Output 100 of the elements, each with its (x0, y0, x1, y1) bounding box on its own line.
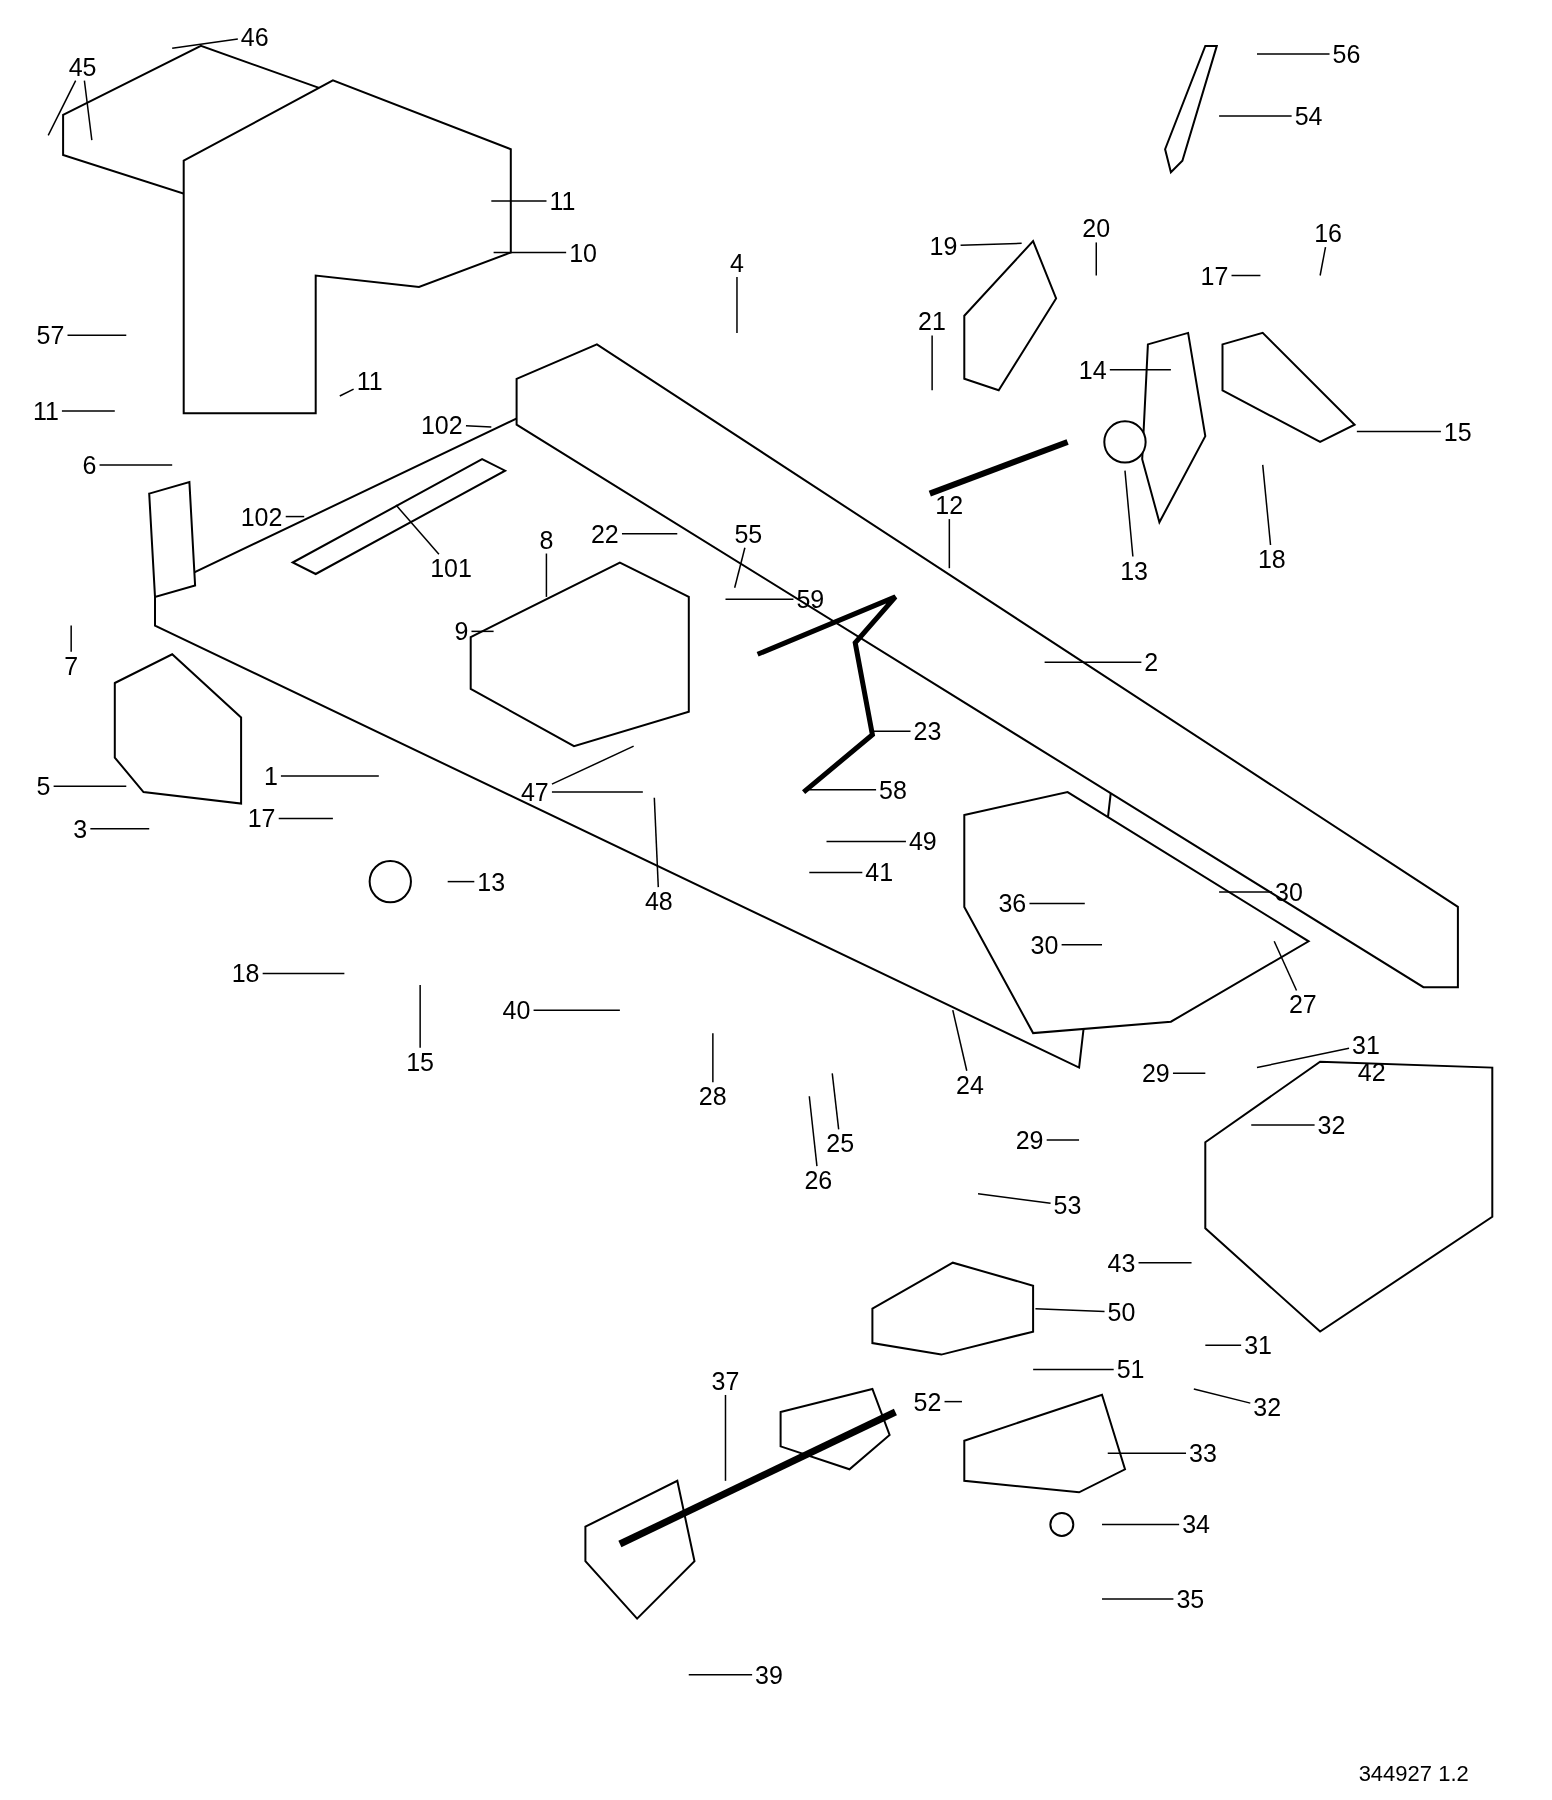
leader-line (1043, 661, 1143, 664)
callout-number: 46 (240, 23, 269, 50)
callout-number: 13 (477, 868, 506, 895)
callout-number: 2 (1144, 649, 1159, 676)
leader-line (724, 598, 795, 600)
leader-line (492, 251, 567, 254)
callout-number: 29 (1141, 1060, 1170, 1087)
callout-number: 102 (240, 503, 283, 530)
callout-number: 54 (1294, 102, 1323, 129)
callout-number: 24 (956, 1071, 984, 1098)
callout-number: 34 (1182, 1511, 1210, 1538)
leader-line (977, 1193, 1052, 1204)
leader-line (952, 1009, 968, 1072)
leader-line (339, 388, 355, 397)
leader-line (931, 334, 933, 392)
callout-number: 20 (1082, 215, 1111, 242)
leader-line (733, 547, 746, 589)
leader-line (490, 200, 548, 202)
leader-line (621, 533, 679, 535)
callout-number: 13 (1120, 557, 1148, 584)
leader-line (285, 515, 305, 518)
callout-number: 32 (1253, 1394, 1282, 1421)
leader-line (551, 791, 644, 793)
callout-number: 6 (82, 451, 97, 478)
leader-line (1204, 1344, 1242, 1347)
callout-number: 101 (430, 555, 472, 582)
callout-number: 4 (729, 249, 744, 276)
callout-number: 11 (32, 397, 59, 424)
leader-line (724, 1394, 727, 1482)
leader-line (831, 1072, 840, 1131)
callout-number: 12 (935, 492, 964, 519)
callout-number: 27 (1288, 991, 1317, 1018)
leader-line (1356, 430, 1442, 433)
leader-line (446, 880, 476, 883)
leader-line (1319, 246, 1327, 277)
leader-line (1032, 1368, 1115, 1371)
callout-number: 1 (263, 763, 278, 789)
callout-number: 14 (1078, 356, 1107, 383)
leader-line (959, 242, 1023, 246)
leader-line (61, 410, 116, 412)
callout-number: 49 (908, 828, 937, 855)
leader-line (1193, 1388, 1252, 1404)
leader-line (261, 972, 346, 975)
callout-number: 56 (1332, 40, 1361, 67)
leader-line (1028, 902, 1086, 905)
callout-number: 57 (36, 322, 65, 349)
callout-number: 37 (711, 1367, 740, 1394)
leader-line (1101, 1598, 1175, 1600)
callout-number: 9 (454, 618, 469, 645)
leader-line (1107, 1452, 1187, 1455)
leader-line (278, 817, 334, 820)
leader-line (98, 464, 173, 466)
callout-number: 15 (406, 1048, 434, 1075)
callout-number: 50 (1107, 1299, 1136, 1326)
leader-line (1172, 1072, 1207, 1075)
leader-line (943, 1400, 963, 1403)
leader-line (395, 504, 440, 555)
callout-number: 7 (64, 652, 79, 679)
leader-line (1101, 1523, 1180, 1526)
callout-number: 41 (865, 859, 894, 886)
callout-number: 52 (913, 1388, 942, 1415)
callout-number: 55 (734, 520, 763, 547)
callout-number: 3 (73, 815, 88, 842)
leader-line (871, 730, 912, 732)
leader-line (1060, 944, 1103, 946)
leader-line (1034, 1307, 1106, 1313)
leader-line (70, 624, 72, 653)
callout-number: 32 (1317, 1111, 1346, 1138)
callout-number: 25 (826, 1130, 855, 1157)
callout-number: 29 (1015, 1126, 1044, 1153)
callout-number: 17 (1200, 262, 1229, 289)
callout-number: 23 (913, 718, 942, 745)
leader-line (1218, 115, 1293, 117)
callout-number: 17 (247, 805, 276, 832)
leader-line (1256, 53, 1331, 55)
callout-number: 30 (1275, 878, 1303, 905)
callout-number: 51 (1116, 1356, 1145, 1383)
callout-number: 59 (796, 586, 825, 613)
leader-line (1250, 1124, 1316, 1126)
callout-number: 47 (520, 779, 549, 806)
leader-line (948, 518, 951, 569)
leader-line (1124, 469, 1134, 558)
callout-number: 31 (1352, 1031, 1380, 1058)
leader-line (1230, 274, 1262, 277)
callout-number: 53 (1053, 1192, 1082, 1219)
callout-number: 8 (539, 526, 554, 553)
leader-line (825, 840, 907, 843)
callout-number: 5 (36, 773, 51, 800)
leader-line (1109, 368, 1172, 371)
callout-number: 28 (698, 1083, 727, 1110)
drawing-number: 344927 1.2 (1358, 1760, 1469, 1787)
callout-number: 11 (356, 368, 383, 395)
callout-number: 40 (502, 997, 531, 1024)
leader-line (808, 789, 877, 791)
leader-line (545, 552, 548, 598)
callout-number: 39 (755, 1661, 783, 1688)
callout-number: 43 (1107, 1249, 1136, 1276)
leader-line (1137, 1261, 1193, 1264)
callout-number: 18 (231, 960, 260, 987)
leader-line (52, 785, 127, 788)
